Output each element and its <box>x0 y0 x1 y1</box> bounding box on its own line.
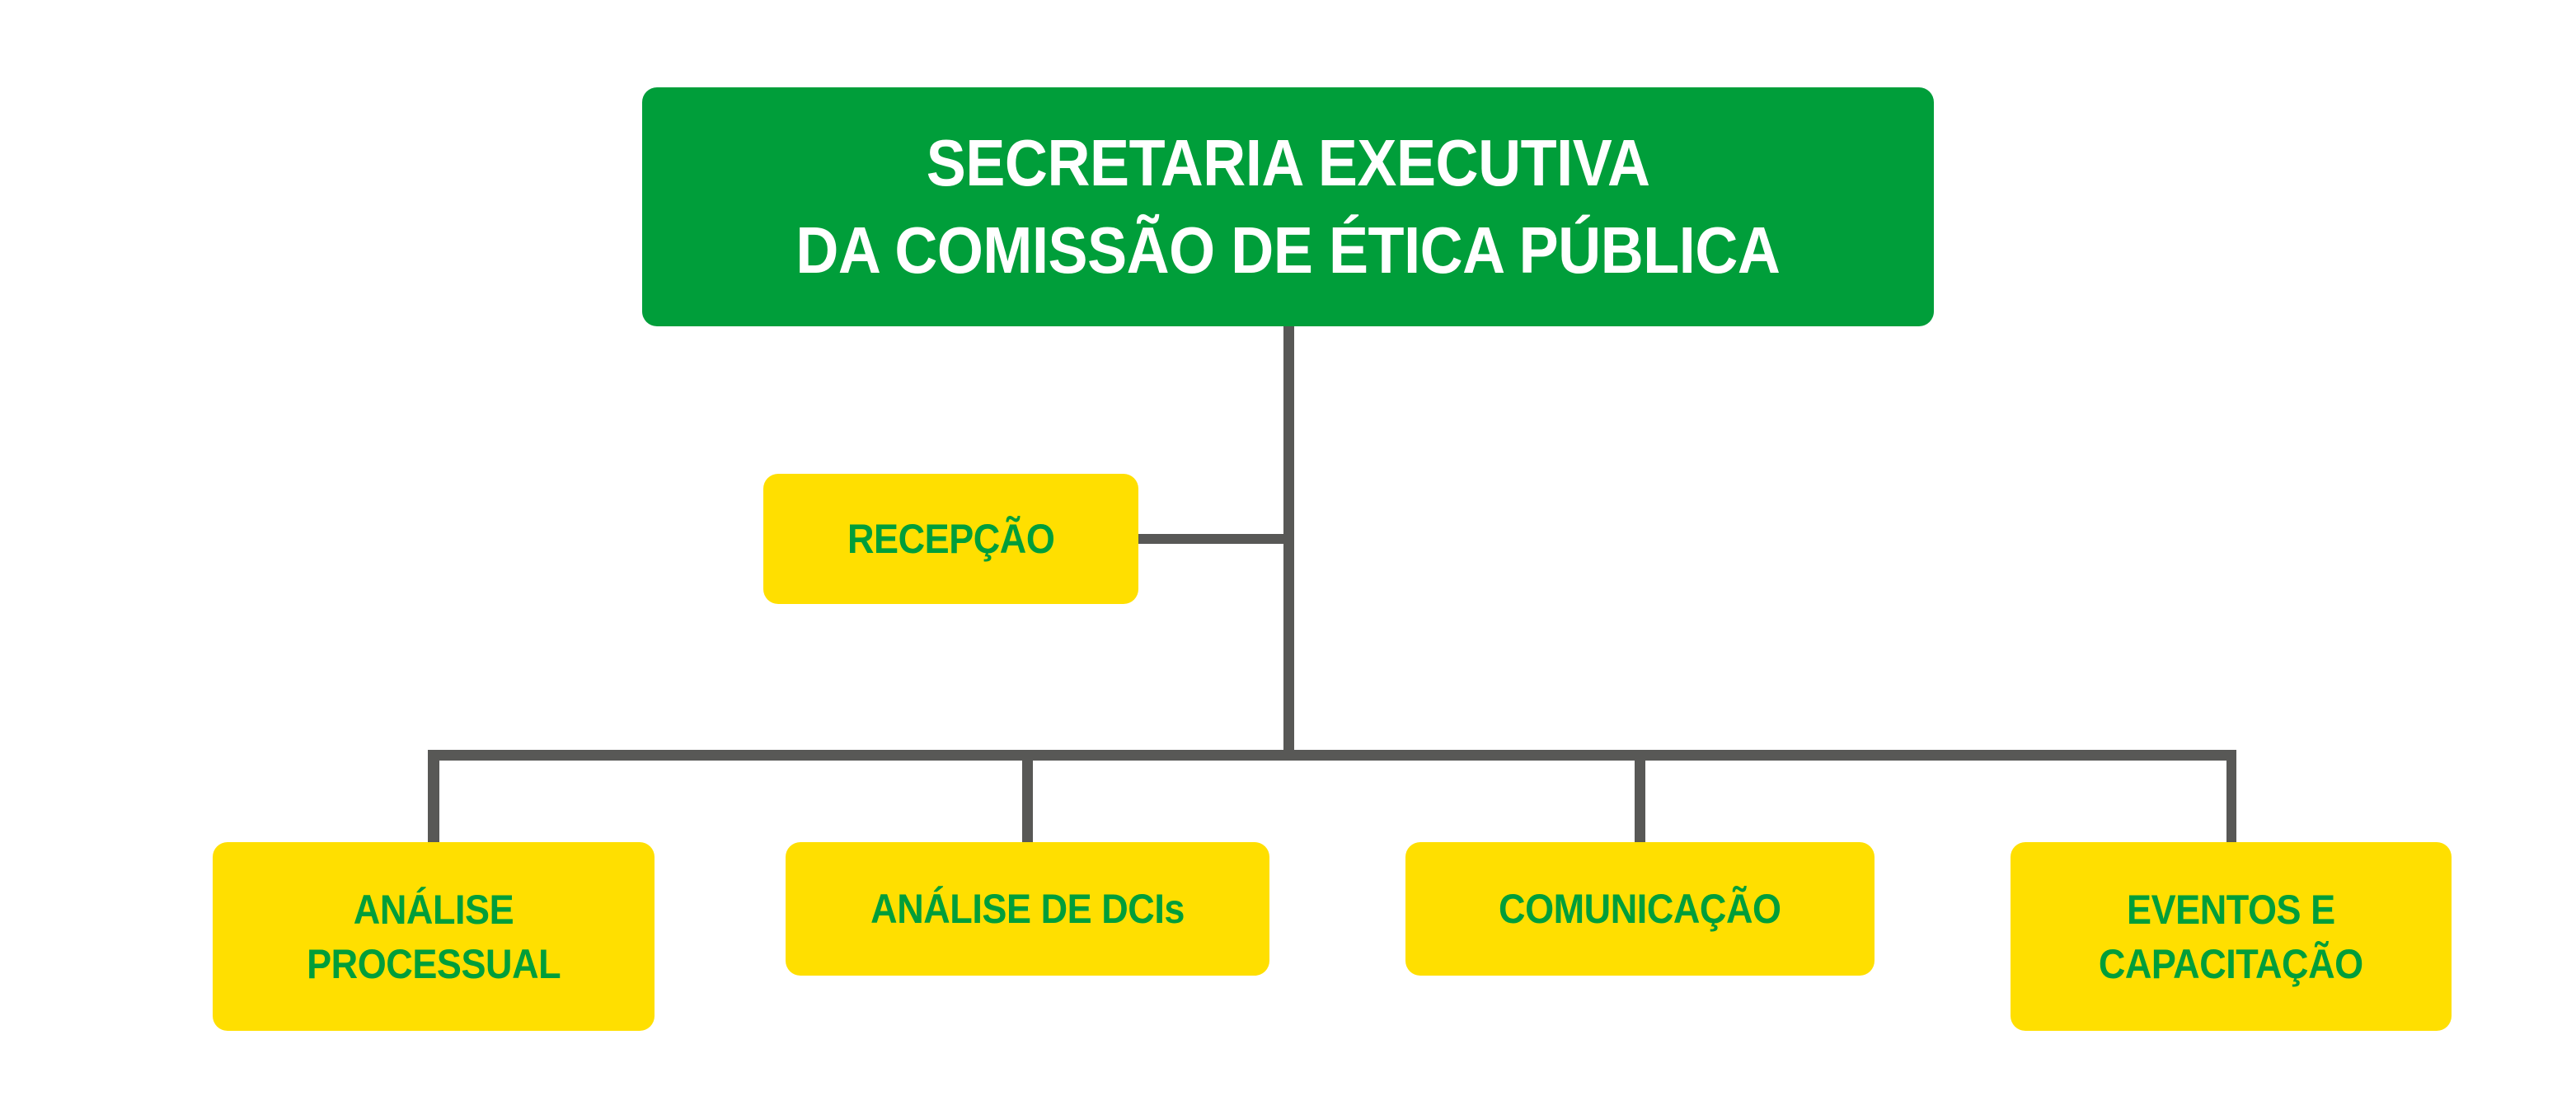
node-analise-dcis: ANÁLISE DE DCIs <box>786 842 1269 976</box>
node-eventos-capacitacao: EVENTOS E CAPACITAÇÃO <box>2011 842 2452 1031</box>
node-analise-processual: ANÁLISE PROCESSUAL <box>213 842 655 1031</box>
drop-connector-analise-processual <box>428 750 439 842</box>
drop-connector-comunicacao <box>1635 750 1645 842</box>
root-node-secretaria-executiva: SECRETARIA EXECUTIVA DA COMISSÃO DE ÉTIC… <box>642 87 1934 326</box>
node-recepcao-label: RECEPÇÃO <box>847 516 1055 562</box>
horizontal-bus-connector <box>428 750 2236 761</box>
drop-connector-eventos-capacitacao <box>2226 750 2236 842</box>
node-recepcao: RECEPÇÃO <box>763 474 1138 604</box>
node-comunicacao: COMUNICAÇÃO <box>1405 842 1875 976</box>
reception-connector <box>1138 534 1288 544</box>
node-analise-processual-line-1: ANÁLISE <box>353 886 514 933</box>
root-title-line-2: DA COMISSÃO DE ÉTICA PÚBLICA <box>795 213 1781 287</box>
root-title-line-1: SECRETARIA EXECUTIVA <box>926 126 1650 199</box>
node-analise-processual-line-2: PROCESSUAL <box>306 940 561 987</box>
trunk-connector <box>1283 326 1294 761</box>
drop-connector-analise-dcis <box>1022 750 1033 842</box>
node-comunicacao-label: COMUNICAÇÃO <box>1499 886 1781 932</box>
node-analise-dcis-label: ANÁLISE DE DCIs <box>870 886 1185 932</box>
node-eventos-capacitacao-line-2: CAPACITAÇÃO <box>2099 940 2363 987</box>
node-eventos-capacitacao-line-1: EVENTOS E <box>2127 886 2335 933</box>
